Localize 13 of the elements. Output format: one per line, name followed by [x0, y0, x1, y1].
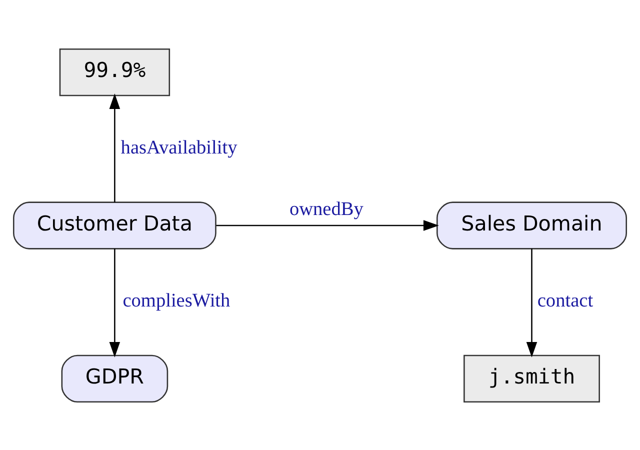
arrow [109, 248, 120, 357]
arrow [216, 220, 439, 230]
node-box: Sales Domain [436, 201, 627, 249]
edge-label: contact [537, 290, 594, 312]
edge-label: ownedBy [289, 198, 364, 220]
node-box: 99.9% [59, 48, 170, 96]
arrow [109, 93, 120, 202]
edge-label: hasAvailability [120, 136, 238, 158]
arrow [526, 248, 538, 357]
node-box: GDPR [61, 354, 168, 402]
node-box: j.smith [464, 354, 600, 402]
node-box: Customer Data [13, 201, 216, 249]
edge-label: compliesWith [122, 290, 230, 312]
